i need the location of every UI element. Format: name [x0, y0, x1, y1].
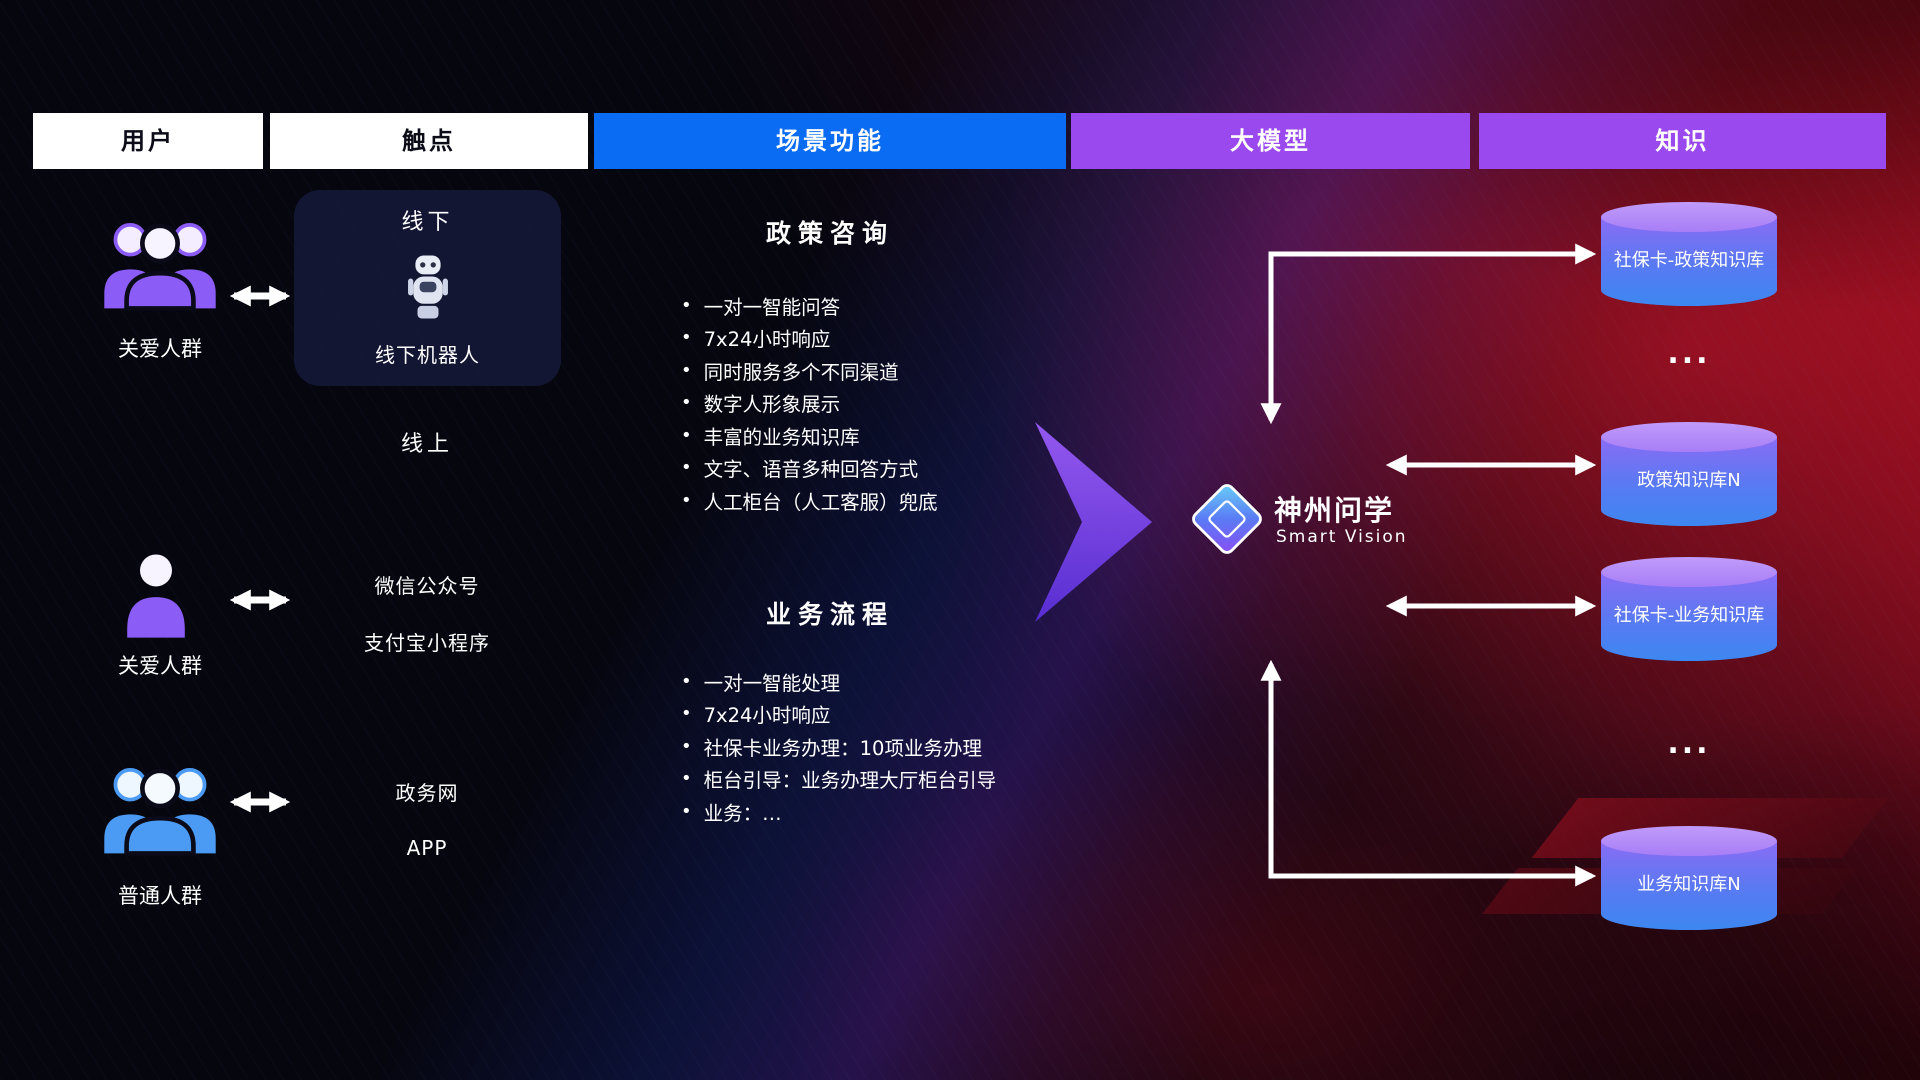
bullet-item: 数字人形象展示	[681, 387, 938, 420]
business-bullet-list: 一对一智能处理 7x24小时响应 社保卡业务办理：10项业务办理 柜台引导：业务…	[681, 665, 997, 828]
model-subtitle: Smart Vision	[1276, 527, 1408, 547]
offline-title: 线下	[401, 210, 454, 235]
arrow-model-policy-db1	[1260, 243, 1597, 425]
column-header-scenes: 场景功能	[594, 113, 1066, 169]
bullet-item: 同时服务多个不同渠道	[681, 354, 938, 387]
bullet-item: 社保卡业务办理：10项业务办理	[681, 730, 996, 763]
policy-bullet-list: 一对一智能问答 7x24小时响应 同时服务多个不同渠道 数字人形象展示 丰富的业…	[681, 289, 938, 517]
care-person-icon	[127, 554, 185, 638]
ellipsis-business: ...	[1667, 726, 1711, 761]
care-group-icon	[104, 223, 216, 311]
smart-vision-logo-icon	[1192, 484, 1262, 554]
model-name: 神州问学	[1274, 494, 1395, 527]
general-group-icon	[104, 768, 216, 856]
bullet-item: 一对一智能处理	[681, 665, 996, 698]
db-policy-n: 政策知识库N	[1601, 422, 1777, 526]
channel-wechat: 微信公众号	[374, 574, 480, 598]
channel-gov-web: 政务网	[395, 781, 459, 805]
db-label: 政策知识库N	[1637, 469, 1741, 491]
column-header-knowledge: 知识	[1479, 113, 1886, 169]
db-label: 社保卡-政策知识库	[1613, 249, 1765, 271]
channel-alipay: 支付宝小程序	[364, 631, 490, 655]
bullet-item: 一对一智能问答	[681, 289, 938, 322]
online-title: 线上	[400, 432, 453, 457]
user-label-general-group: 普通人群	[118, 884, 202, 908]
arrow-model-business-dbN	[1260, 659, 1597, 887]
column-header-touchpoints: 触点	[270, 113, 588, 169]
channel-app: APP	[406, 836, 448, 860]
column-header-users: 用户	[33, 113, 263, 169]
bullet-item: 7x24小时响应	[681, 322, 938, 355]
ellipsis-policy: ...	[1667, 336, 1711, 371]
user-label-care-person: 关爱人群	[118, 654, 202, 678]
bullet-item: 人工柜台（人工客服）兜底	[681, 484, 938, 517]
scene-title-business: 业务流程	[765, 600, 894, 629]
bullet-item: 7x24小时响应	[681, 698, 996, 731]
db-label: 业务知识库N	[1637, 873, 1741, 895]
offline-touchpoint-card: 线下 线下机器人	[294, 190, 561, 386]
column-header-model: 大模型	[1071, 113, 1470, 169]
db-social-business: 社保卡-业务知识库	[1601, 557, 1777, 661]
bullet-item: 文字、语音多种回答方式	[681, 452, 938, 485]
db-label: 社保卡-业务知识库	[1613, 604, 1765, 626]
user-label-care-group: 关爱人群	[118, 337, 202, 361]
bullet-item: 柜台引导：业务办理大厅柜台引导	[681, 763, 997, 796]
offline-robot-label: 线下机器人	[375, 343, 480, 367]
db-business-n: 业务知识库N	[1601, 826, 1777, 930]
db-social-policy: 社保卡-政策知识库	[1601, 202, 1777, 306]
bullet-item: 业务：…	[681, 795, 996, 828]
scene-title-policy: 政策咨询	[765, 219, 894, 248]
bullet-item: 丰富的业务知识库	[681, 419, 938, 452]
robot-icon	[407, 254, 448, 318]
